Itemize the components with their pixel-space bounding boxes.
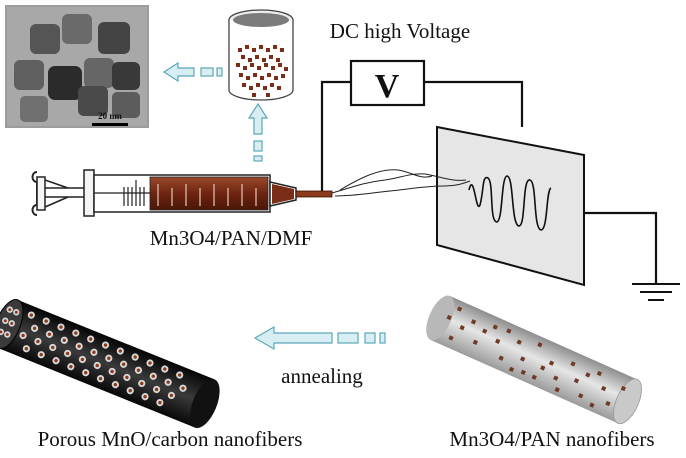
beaker-particles — [236, 45, 288, 97]
solution-label: Mn3O4/PAN/DMF — [150, 226, 313, 250]
circuit-wires — [320, 80, 658, 283]
composite-nanofiber-icon — [426, 295, 642, 425]
voltmeter-icon: V — [349, 59, 426, 107]
tem-micrograph: 20 nm — [5, 5, 149, 128]
composite-fibers-label: Mn3O4/PAN nanofibers — [449, 427, 654, 451]
porous-product-label: Porous MnO/carbon nanofibers — [38, 427, 303, 451]
flow-arrow-icon — [162, 61, 223, 83]
annealing-label: annealing — [281, 364, 363, 388]
collector-plate — [436, 125, 585, 287]
flow-arrow-icon — [247, 102, 269, 162]
voltmeter-label: V — [375, 68, 400, 105]
flow-arrow-icon — [253, 325, 386, 351]
ground-symbol-icon — [632, 283, 680, 301]
porous-nanofiber-icon — [0, 299, 220, 429]
syringe-icon — [31, 169, 333, 217]
dc-high-voltage-label: DC high Voltage — [330, 19, 470, 43]
beaker-icon — [228, 9, 294, 101]
scale-bar-label: 20 nm — [98, 111, 122, 121]
